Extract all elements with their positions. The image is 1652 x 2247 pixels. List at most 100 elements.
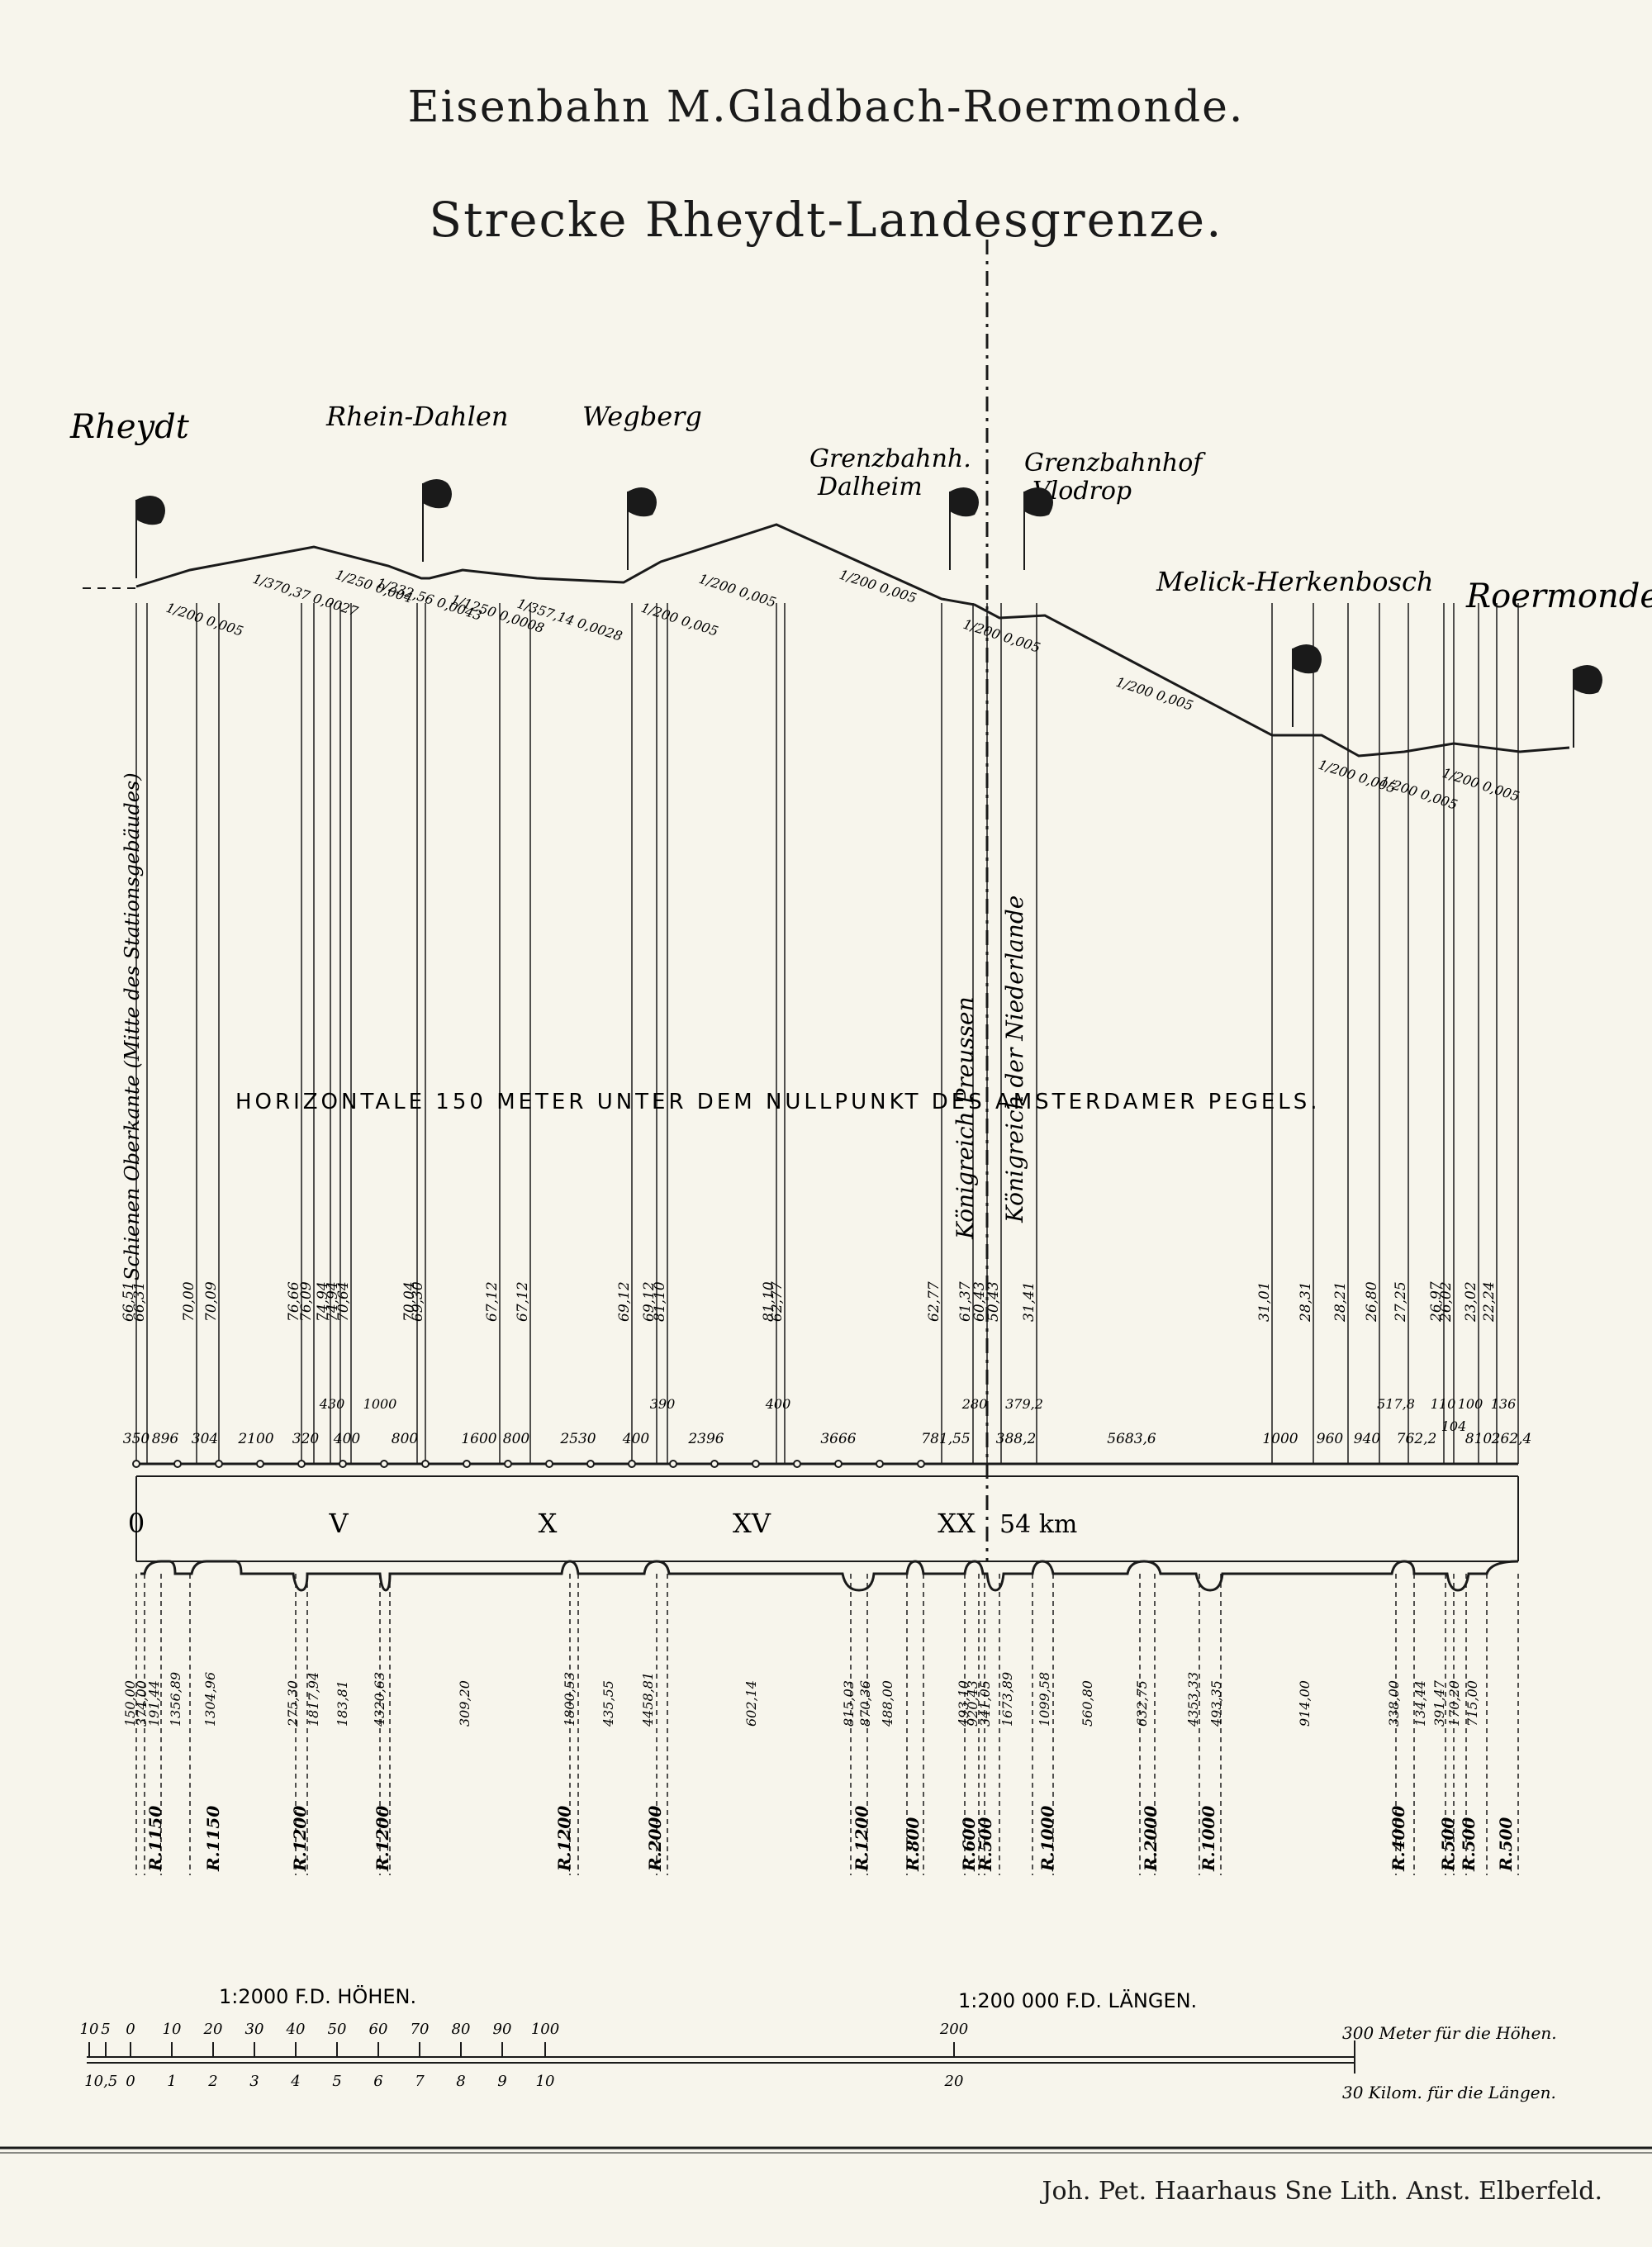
segment-length: 262,4: [1491, 1431, 1532, 1447]
curve-radius: R.800: [903, 1817, 923, 1872]
scale-height-tick: 50: [328, 2021, 347, 2038]
station-flag-icon: [950, 487, 979, 517]
straight-length: 493,10: [956, 1680, 971, 1727]
straight-length: 560,80: [1080, 1680, 1095, 1727]
segment-length: 1000: [1262, 1431, 1298, 1447]
curve-radius: R.1000: [1037, 1806, 1057, 1872]
km-marker: V: [328, 1508, 349, 1539]
km-dot: [752, 1460, 760, 1468]
elevation-label: 26,80: [1364, 1281, 1380, 1323]
straight-length: 493,35: [1208, 1680, 1224, 1727]
segment-length: 800: [503, 1431, 530, 1447]
elevation-label: 81,10: [652, 1281, 668, 1322]
station-label: Rheydt: [69, 408, 190, 446]
scale-length-tick: 6: [373, 2073, 382, 2090]
station-flag-icon: [1024, 487, 1053, 517]
segment-length: 400: [333, 1431, 361, 1447]
elevation-label: 70,09: [203, 1281, 220, 1322]
segment-length: 960: [1317, 1431, 1344, 1447]
segment-length: 1600: [461, 1431, 496, 1447]
lithographer-credit: Joh. Pet. Haarhaus Sne Lith. Anst. Elber…: [1042, 2177, 1602, 2206]
segment-length: 388,2: [996, 1431, 1037, 1447]
segment-length-upper: 517,8: [1377, 1396, 1415, 1412]
scale-length-tick: 2: [207, 2073, 217, 2090]
station-label-line2: Dalheim: [817, 473, 923, 501]
elevation-label: 76,66: [286, 1281, 302, 1322]
straight-length: 134,44: [1412, 1680, 1428, 1727]
straight-length: 1817,94: [306, 1672, 321, 1727]
km-dot: [421, 1460, 430, 1468]
curve-radius: R.500: [1459, 1817, 1479, 1872]
scale-length-tick: 9: [497, 2073, 506, 2090]
scale-height-tick: 70: [411, 2021, 430, 2038]
gradient-label: 1/200 0,005: [164, 600, 245, 639]
elevation-label: 67,12: [484, 1281, 501, 1322]
netherlands-label: Königreich der Niederlande: [1001, 895, 1028, 1223]
km-dot: [215, 1460, 223, 1468]
elevation-label: 67,12: [515, 1281, 531, 1322]
elevation-label: 31,41: [1021, 1281, 1037, 1322]
station-label: Grenzbahnhof: [1024, 449, 1206, 477]
elevation-label: 66,51: [121, 1281, 137, 1322]
straight-length: 870,36: [857, 1680, 873, 1727]
scale-height-tick: 100: [531, 2021, 559, 2038]
prussia-label: Königreich Preussen: [952, 996, 979, 1240]
scale-length-tick: 8: [456, 2073, 465, 2090]
scale-height-tick: 10: [163, 2021, 182, 2038]
km-dot: [876, 1460, 884, 1468]
segment-length: 3666: [820, 1431, 856, 1447]
straight-length: 374,00: [134, 1680, 150, 1727]
straight-length: 632,75: [1134, 1680, 1150, 1727]
elevation-label: 81,10: [761, 1281, 777, 1322]
straight-length: 914,00: [1297, 1680, 1313, 1727]
elevation-label: 28,21: [1332, 1281, 1349, 1323]
curve-radius: R.1150: [145, 1806, 165, 1872]
segment-length-upper: 104: [1441, 1418, 1467, 1434]
km-dot: [173, 1460, 182, 1468]
elevation-label: 62,77: [769, 1281, 786, 1322]
straight-length: 150,00: [122, 1680, 138, 1727]
scale-height-tick: 90: [493, 2021, 512, 2038]
curvature-line: [140, 1560, 1519, 1592]
segment-length: 800: [392, 1431, 419, 1447]
km-dot: [586, 1460, 595, 1468]
straight-length: 4320,63: [372, 1672, 387, 1727]
elevation-label: 60,43: [971, 1281, 988, 1322]
segment-length-upper: 1000: [363, 1396, 397, 1412]
segment-length-upper: 280: [961, 1396, 988, 1412]
km-dot: [463, 1460, 471, 1468]
elevation-label: 66,31: [131, 1281, 148, 1322]
station-flag-icon: [1574, 665, 1602, 695]
straight-length: 602,14: [743, 1680, 759, 1727]
straight-length: 488,00: [880, 1680, 895, 1727]
scale-height-tick: 0: [126, 2021, 135, 2038]
curve-radius: R.500: [976, 1817, 995, 1872]
curve-radius: R.1150: [203, 1806, 223, 1872]
segment-length: 810: [1465, 1431, 1493, 1447]
curve-radius: R.600: [959, 1817, 979, 1872]
gradient-label: 1/200 0,005: [838, 567, 919, 606]
straight-length: 1099,58: [1037, 1672, 1052, 1727]
scale-length-tick: 5: [332, 2073, 341, 2090]
km-dot: [669, 1460, 677, 1468]
scale-lengths-note: 30 Kilom. für die Längen.: [1342, 2083, 1556, 2102]
segment-length-upper: 136: [1491, 1396, 1517, 1412]
elevation-profile-line: [135, 523, 1570, 758]
schienen-label: Schienen Oberkante (Mitte des Stationsge…: [121, 772, 144, 1280]
km-dot: [710, 1460, 719, 1468]
curve-radius: R.500: [1438, 1817, 1458, 1872]
scale-height-tick: 20: [203, 2021, 223, 2038]
segment-length-upper: 379,2: [1005, 1396, 1043, 1412]
elevation-label: 76,09: [298, 1281, 315, 1322]
scale-height-tick: 40: [286, 2021, 306, 2038]
elevation-label: 61,37: [957, 1281, 974, 1322]
horizontal-datum-label: HORIZONTALE 150 METER UNTER DEM NULLPUNK…: [235, 1090, 1321, 1114]
station-label: Melick-Herkenbosch: [1156, 566, 1434, 597]
km-dot: [917, 1460, 925, 1468]
curve-radius: R.2000: [645, 1806, 665, 1872]
curve-radius: R.1200: [290, 1806, 310, 1872]
